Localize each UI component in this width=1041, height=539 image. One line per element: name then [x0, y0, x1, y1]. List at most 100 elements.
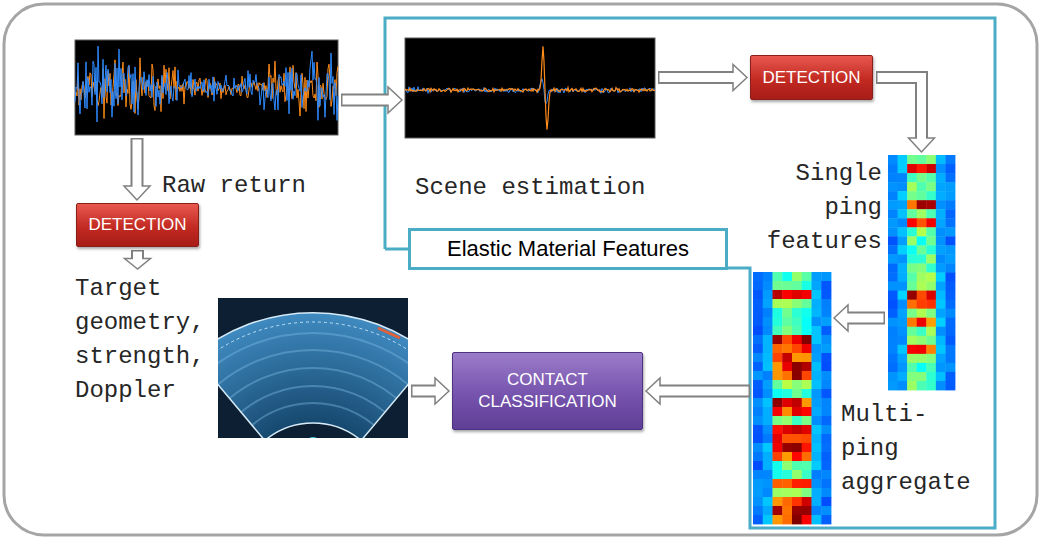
heatmap-cell	[812, 452, 822, 461]
heatmap-cell	[792, 272, 802, 281]
heatmap-cell	[773, 308, 783, 317]
heatmap-cell	[753, 362, 763, 371]
heatmap-cell	[763, 515, 773, 524]
heatmap-cell	[898, 155, 908, 164]
heatmap-cell	[926, 236, 936, 245]
heatmap-cell	[812, 299, 822, 308]
heatmap-cell	[763, 488, 773, 497]
heatmap-cell	[753, 470, 763, 479]
heatmap-cell	[907, 254, 917, 263]
heatmap-cell	[792, 479, 802, 488]
heatmap-cell	[802, 380, 812, 389]
heatmap-cell	[907, 327, 917, 336]
process-box: DETECTION	[76, 203, 199, 247]
heatmap-cell	[821, 290, 831, 299]
heatmap-cell	[782, 308, 792, 317]
block-arrow	[341, 87, 402, 113]
heatmap-cell	[898, 227, 908, 236]
heatmap-cell	[763, 353, 773, 362]
heatmap-cell	[812, 398, 822, 407]
heatmap-cell	[812, 344, 822, 353]
heatmap-cell	[802, 425, 812, 434]
heatmap-cell	[802, 326, 812, 335]
heatmap-cell	[945, 245, 955, 254]
heatmap-cell	[753, 371, 763, 380]
heatmap-cell	[782, 425, 792, 434]
heatmap-cell	[802, 497, 812, 506]
heatmap-cell	[792, 290, 802, 299]
waveform-panel: Raw return	[75, 40, 338, 135]
heatmap-cell	[753, 398, 763, 407]
heatmap-cell	[792, 389, 802, 398]
heatmap-cell	[812, 317, 822, 326]
heatmap-cell	[917, 354, 927, 363]
heatmap-cell	[888, 282, 898, 291]
heatmap-cell	[907, 300, 917, 309]
heatmap-cell	[802, 407, 812, 416]
heatmap-cell	[821, 308, 831, 317]
heatmap-cell	[821, 362, 831, 371]
heatmap-cell	[907, 273, 917, 282]
heatmap-cell	[802, 299, 812, 308]
heatmap-cell	[753, 317, 763, 326]
heatmap-cell	[792, 308, 802, 317]
heatmap-cell	[936, 345, 946, 354]
heatmap-cell	[763, 497, 773, 506]
heatmap-cell	[792, 452, 802, 461]
heatmap-cell	[926, 200, 936, 209]
heatmap-cell	[945, 282, 955, 291]
heatmap-cell	[936, 200, 946, 209]
heatmap-cell	[782, 380, 792, 389]
heatmap-cell	[792, 434, 802, 443]
box-label: CONTACT CLASSIFICATION	[463, 369, 632, 413]
heatmap-cell	[945, 164, 955, 173]
heatmap-cell	[945, 345, 955, 354]
heatmap-cell	[917, 381, 927, 390]
heatmap-cell	[888, 227, 898, 236]
heatmap-cell	[926, 354, 936, 363]
heatmap-cell	[782, 452, 792, 461]
heatmap-cell	[782, 497, 792, 506]
heatmap-cell	[821, 326, 831, 335]
heatmap-cell	[802, 344, 812, 353]
heatmap-cell	[812, 326, 822, 335]
heatmap-cell	[821, 425, 831, 434]
heatmap-cell	[773, 407, 783, 416]
heatmap-cell	[888, 245, 898, 254]
arrow-head	[646, 378, 660, 404]
heatmap-cell	[936, 227, 946, 236]
arrow-head	[124, 186, 150, 200]
heatmap-cell	[802, 335, 812, 344]
heatmap-cell	[888, 273, 898, 282]
heatmap-cell	[936, 327, 946, 336]
heatmap-cell	[907, 263, 917, 272]
heatmap-cell	[821, 407, 831, 416]
heatmap-cell	[926, 227, 936, 236]
heatmap-cell	[898, 327, 908, 336]
heatmap-cell	[898, 309, 908, 318]
box-label: Elastic Material Features	[447, 236, 689, 262]
heatmap-cell	[802, 362, 812, 371]
heatmap-cell	[802, 353, 812, 362]
heatmap-cell	[821, 497, 831, 506]
arrow-shaft-fill	[413, 387, 438, 396]
box-label: DETECTION	[762, 68, 860, 88]
block-arrow	[125, 250, 151, 269]
heatmap-cell	[753, 326, 763, 335]
heatmap-cell	[773, 488, 783, 497]
heatmap-cell	[936, 354, 946, 363]
heatmap-cell	[812, 479, 822, 488]
image-caption: Scene estimation	[415, 174, 645, 202]
heatmap-cell	[753, 335, 763, 344]
heatmap-cell	[753, 443, 763, 452]
heatmap-cell	[812, 380, 822, 389]
heatmap-cell	[926, 336, 936, 345]
heatmap-cell	[821, 488, 831, 497]
heatmap-cell	[936, 336, 946, 345]
heatmap-cell	[773, 389, 783, 398]
heatmap-cell	[782, 299, 792, 308]
heatmap-cell	[792, 362, 802, 371]
heatmap-cell	[773, 452, 783, 461]
heatmap-cell	[945, 254, 955, 263]
heatmap-cell	[812, 506, 822, 515]
